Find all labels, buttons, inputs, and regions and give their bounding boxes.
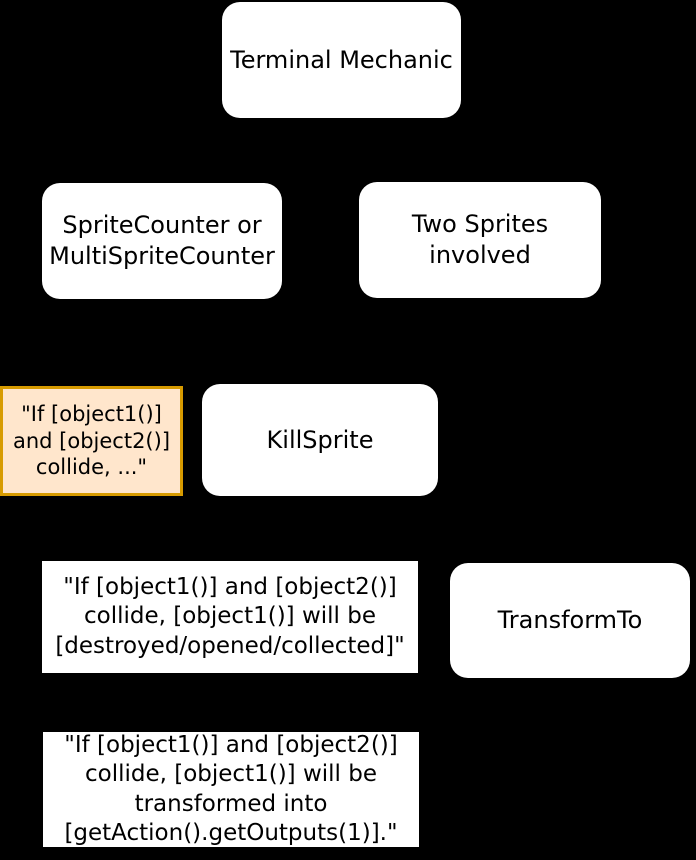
node-kill-sprite-prompt-label: "If [object1()] and [object2()] collide,… <box>55 573 405 659</box>
node-transform-to-prompt-label: "If [object1()] and [object2()] collide,… <box>64 731 398 846</box>
node-transform-to: TransformTo <box>450 563 690 678</box>
node-two-sprites-label: Two Sprites involved <box>411 210 549 269</box>
node-kill-sprite-label: KillSprite <box>266 425 374 454</box>
node-transform-to-prompt: "If [object1()] and [object2()] collide,… <box>43 732 419 847</box>
node-transform-to-label: TransformTo <box>497 606 643 635</box>
node-terminal-mechanic-label: Terminal Mechanic <box>230 45 453 74</box>
node-collide-prompt-label: "If [object1()] and [object2()] collide,… <box>12 401 171 480</box>
node-kill-sprite-prompt: "If [object1()] and [object2()] collide,… <box>42 561 418 673</box>
node-terminal-mechanic: Terminal Mechanic <box>222 2 461 118</box>
node-kill-sprite: KillSprite <box>202 384 438 496</box>
node-sprite-counter: SpriteCounter or MultiSpriteCounter <box>42 183 282 299</box>
node-collide-prompt-highlighted: "If [object1()] and [object2()] collide,… <box>0 386 183 496</box>
node-two-sprites: Two Sprites involved <box>359 182 601 298</box>
node-sprite-counter-label: SpriteCounter or MultiSpriteCounter <box>49 211 275 270</box>
